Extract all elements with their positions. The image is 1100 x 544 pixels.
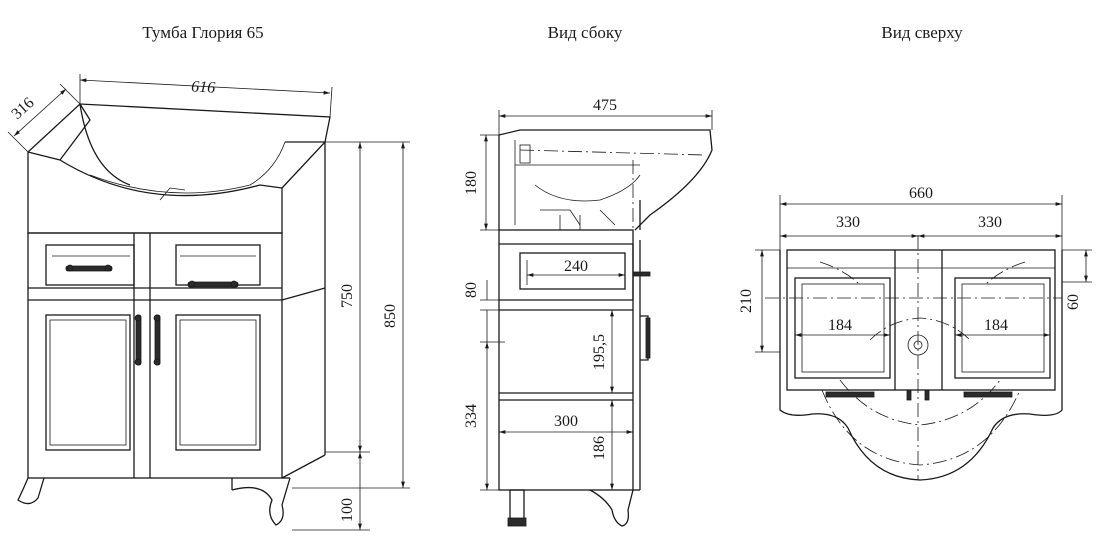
dim-drawer-240: 240	[564, 258, 588, 275]
dim-width-616: 616	[191, 78, 216, 96]
top-view-title: Вид сверху	[881, 23, 963, 42]
dim-height-750: 750	[339, 284, 356, 308]
front-view-title: Тумба Глория 65	[142, 23, 263, 42]
dim-sink-180: 180	[463, 171, 480, 195]
dim-half-right: 330	[978, 214, 1002, 231]
dim-depth-475: 475	[593, 97, 617, 114]
dim-legs-100: 100	[339, 498, 356, 522]
front-view: 616 316 750 850 100	[7, 74, 410, 531]
dim-half-left: 330	[836, 214, 860, 231]
dim-height-850: 850	[382, 304, 399, 328]
side-view: 475 180 240 80 195,5 334 300 186	[463, 97, 713, 527]
dim-drawer-right-184: 184	[984, 317, 1008, 334]
door-handle-left	[134, 314, 142, 366]
side-view-title: Вид сбоку	[548, 23, 623, 42]
dim-depth-210: 210	[738, 289, 755, 313]
dim-width-660: 660	[909, 185, 933, 202]
top-view: 660 330 330 210 184 184 60	[738, 185, 1092, 481]
door-handle-right	[153, 314, 161, 366]
dim-cabinet-300: 300	[554, 413, 578, 430]
drawer-handle-left	[65, 264, 113, 272]
drawer-handle-right	[187, 280, 239, 288]
dim-lower-334: 334	[463, 404, 480, 428]
dim-offset-60: 60	[1065, 294, 1082, 310]
dim-drawer-left-184: 184	[828, 317, 852, 334]
dim-drawer-80: 80	[463, 282, 480, 298]
dim-shelf-186: 186	[591, 436, 608, 460]
dim-drawer-to-shelf: 195,5	[591, 334, 608, 370]
